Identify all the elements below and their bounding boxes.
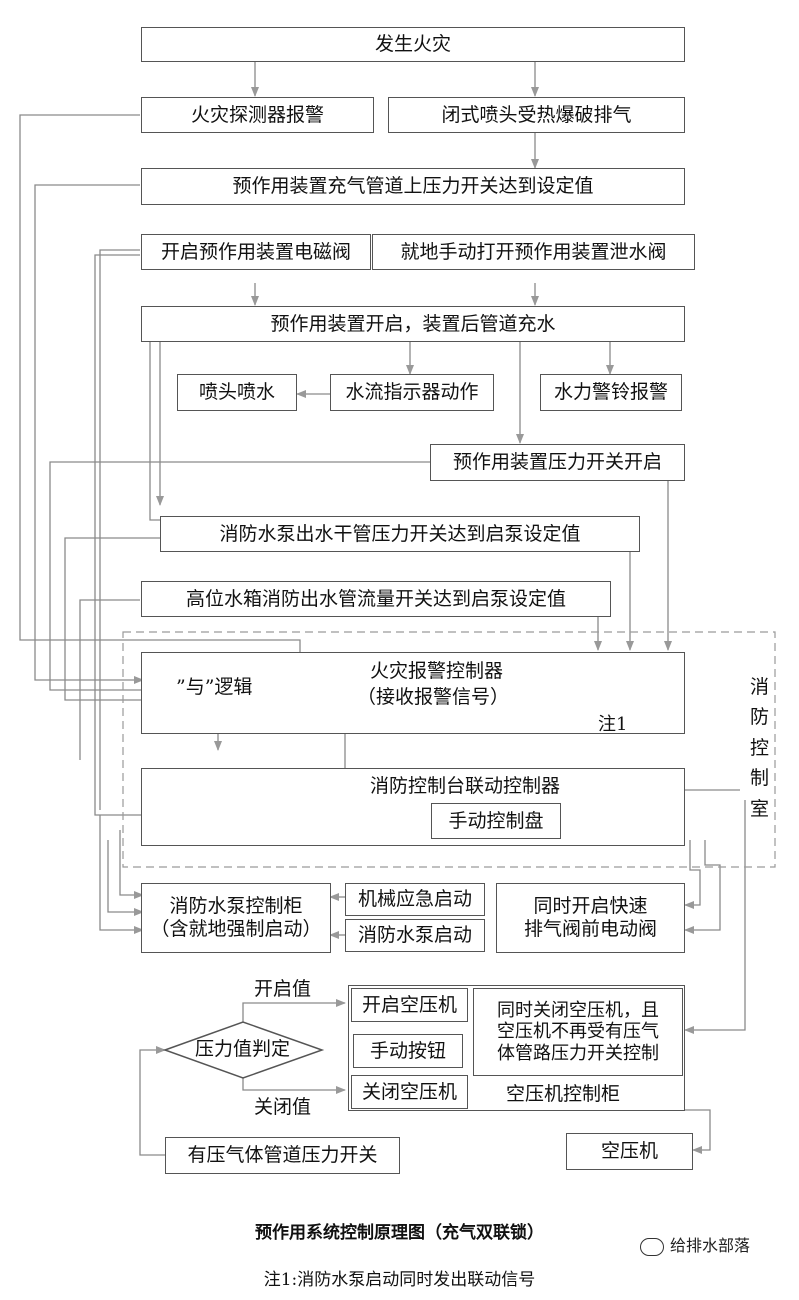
sprinkler-burst-box: 闭式喷头受热爆破排气 xyxy=(388,97,685,133)
fire-alarm-controller-subtitle: （接收报警信号） xyxy=(357,686,510,708)
footnote: 注1:消防水泵启动同时发出联动信号 xyxy=(263,1270,536,1290)
detector-label: 火灾探测器报警 xyxy=(190,103,324,126)
detector-box: 火灾探测器报警 xyxy=(141,97,374,133)
diagram-caption: 预作用系统控制原理图（充气双联锁） xyxy=(255,1223,544,1243)
note1-label: 注1 xyxy=(598,714,628,735)
close-value-label: 关闭值 xyxy=(254,1096,312,1118)
mech-start-label: 机械应急启动 xyxy=(357,888,472,911)
pump-cabinet-box: 消防水泵控制柜 （含就地强制启动） xyxy=(141,883,331,953)
fire-alarm-controller-box: 火灾报警控制器 （接收报警信号） xyxy=(141,652,685,734)
watermark: 给排水部落 xyxy=(640,1232,750,1256)
start-compressor-label: 开启空压机 xyxy=(361,993,457,1016)
tank-flow-switch-label: 高位水箱消防出水管流量开关达到启泵设定值 xyxy=(185,587,566,610)
tank-flow-switch-box: 高位水箱消防出水管流量开关达到启泵设定值 xyxy=(141,581,611,617)
water-bell-box: 水力警铃报警 xyxy=(540,374,682,411)
stop-compressor-box: 关闭空压机 xyxy=(351,1075,468,1109)
pump-cabinet-title: 消防水泵控制柜 xyxy=(169,895,303,918)
sprinkler-burst-label: 闭式喷头受热爆破排气 xyxy=(441,103,632,126)
stop-compressor-label: 关闭空压机 xyxy=(361,1080,457,1103)
open-solenoid-box: 开启预作用装置电磁阀 xyxy=(141,234,371,270)
pressure-reach-label: 预作用装置充气管道上压力开关达到设定值 xyxy=(232,175,594,198)
and-logic-label: ”与”逻辑 xyxy=(176,676,253,698)
wechat-icon xyxy=(640,1237,664,1256)
flow-indicator-label: 水流指示器动作 xyxy=(345,381,479,404)
mech-start-box: 机械应急启动 xyxy=(345,883,485,916)
manual-drain-label: 就地手动打开预作用装置泄水阀 xyxy=(400,240,667,263)
pump-main-pswitch-box: 消防水泵出水干管压力开关达到启泵设定值 xyxy=(160,516,640,552)
fire-box: 发生火灾 xyxy=(141,27,685,62)
pump-main-pswitch-label: 消防水泵出水干管压力开关达到启泵设定值 xyxy=(219,522,581,545)
open-solenoid-label: 开启预作用装置电磁阀 xyxy=(160,240,351,263)
water-bell-label: 水力警铃报警 xyxy=(553,381,668,404)
exhaust-valve-box: 同时开启快速 排气阀前电动阀 xyxy=(496,883,685,953)
fire-label: 发生火灾 xyxy=(374,33,451,56)
pump-start-label: 消防水泵启动 xyxy=(357,924,472,947)
linkage-controller-box: 消防控制台联动控制器 xyxy=(141,768,685,846)
compressor-box: 空压机 xyxy=(566,1133,693,1170)
manual-drain-box: 就地手动打开预作用装置泄水阀 xyxy=(372,234,695,270)
linkage-controller-label: 消防控制台联动控制器 xyxy=(370,775,561,797)
exhaust-valve-line1: 同时开启快速 xyxy=(533,895,648,918)
manual-button-label: 手动按钮 xyxy=(369,1039,446,1062)
close-compressor-note-line1: 同时关闭空压机，且 xyxy=(497,999,659,1021)
close-compressor-note-box: 同时关闭空压机，且 空压机不再受有压气 体管路压力开关控制 xyxy=(473,988,683,1076)
close-compressor-note-line3: 体管路压力开关控制 xyxy=(497,1042,659,1064)
compressor-label: 空压机 xyxy=(600,1140,658,1163)
gas-pipe-pswitch-label: 有压气体管道压力开关 xyxy=(187,1144,378,1167)
device-open-box: 预作用装置开启，装置后管道充水 xyxy=(141,306,685,342)
watermark-text: 给排水部落 xyxy=(670,1236,751,1255)
device-pswitch-label: 预作用装置压力开关开启 xyxy=(452,451,662,474)
manual-button-box[interactable]: 手动按钮 xyxy=(353,1034,463,1068)
close-compressor-note-line2: 空压机不再受有压气 xyxy=(497,1021,659,1043)
flow-indicator-box: 水流指示器动作 xyxy=(330,374,494,411)
device-pswitch-box: 预作用装置压力开关开启 xyxy=(430,444,685,481)
pressure-judge-label: 压力值判定 xyxy=(195,1038,291,1060)
exhaust-valve-line2: 排气阀前电动阀 xyxy=(523,918,657,940)
fire-alarm-controller-title: 火灾报警控制器 xyxy=(370,660,504,682)
gas-pipe-pswitch-box: 有压气体管道压力开关 xyxy=(165,1137,400,1174)
head-spray-label: 喷头喷水 xyxy=(198,381,275,404)
manual-panel-label: 手动控制盘 xyxy=(448,809,544,832)
device-open-label: 预作用装置开启，装置后管道充水 xyxy=(270,312,556,335)
pump-start-box: 消防水泵启动 xyxy=(345,919,485,952)
manual-panel-box: 手动控制盘 xyxy=(431,803,561,839)
control-room-label: 消防控制室 xyxy=(750,676,770,820)
start-compressor-box: 开启空压机 xyxy=(351,988,468,1022)
open-value-label: 开启值 xyxy=(254,978,312,1000)
pressure-reach-box: 预作用装置充气管道上压力开关达到设定值 xyxy=(141,168,685,205)
head-spray-box: 喷头喷水 xyxy=(177,374,297,411)
pump-cabinet-subtitle: （含就地强制启动） xyxy=(150,918,322,940)
compressor-cabinet-label: 空压机控制柜 xyxy=(506,1083,621,1105)
